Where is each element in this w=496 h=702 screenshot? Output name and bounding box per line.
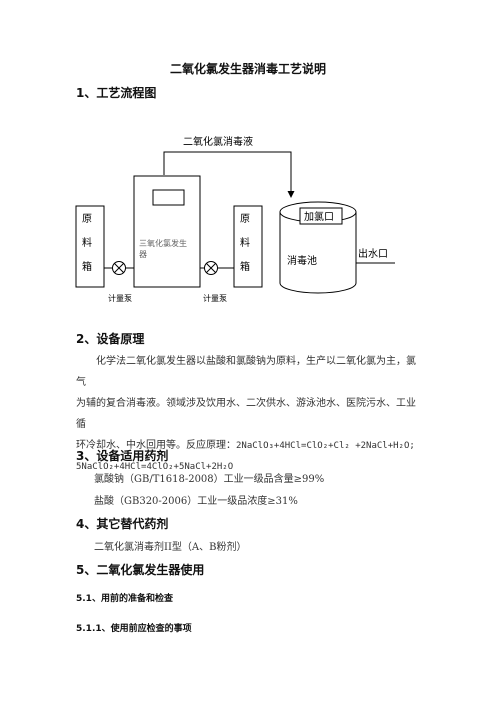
- principle-line-1: 化学法二氧化氯发生器以盐酸和氯酸钠为原料，生产以二氧化氯为主，氯气: [76, 356, 416, 388]
- section-heading-5: 5、二氧化氯发生器使用: [76, 563, 205, 577]
- equation-1: 2NaClO₃+4HCl=ClO₂+Cl₂ +2NaCl+H₂O;: [236, 441, 415, 451]
- document-title: 二氧化氯发生器消毒工艺说明: [169, 62, 326, 76]
- top-flow-line: [163, 151, 295, 198]
- section-heading-1: 1、工艺流程图: [76, 86, 157, 100]
- principle-line-3: 环冷却水、中水回用等。反应原理：: [76, 440, 236, 451]
- principle-paragraph: 化学法二氧化氯发生器以盐酸和氯酸钠为原料，生产以二氧化氯为主，氯气 为辅的复合消…: [76, 351, 424, 478]
- right-tank: [233, 205, 263, 288]
- generator-label-1: 三氧化氯发生: [139, 238, 187, 248]
- generator-label-2: 器: [139, 250, 147, 259]
- right-tank-char-3: 箱: [240, 260, 250, 273]
- right-tank-char-1: 原: [240, 213, 250, 225]
- section-heading-5-1-1: 5.1.1、使用前应检查的事项: [76, 624, 192, 634]
- pool-label: 消毒池: [287, 254, 317, 267]
- chemical-line-2: 盐酸（GB320-2006）工业一级品浓度≥31%: [94, 496, 298, 507]
- top-flow-label: 二氧化氯消毒液: [183, 135, 253, 148]
- left-pump-icon: [112, 261, 126, 275]
- outlet-label: 出水口: [358, 247, 388, 260]
- left-tank-char-1: 原: [82, 213, 92, 225]
- left-tank-char-2: 料: [82, 236, 92, 249]
- chlorine-port-label: 加氯口: [304, 210, 334, 223]
- section-heading-5-1: 5.1、用前的准备和检查: [76, 594, 173, 604]
- right-pump-icon: [204, 261, 218, 275]
- section-heading-4: 4、其它替代药剂: [76, 517, 169, 531]
- right-tank-char-2: 料: [240, 236, 250, 249]
- section-heading-2: 2、设备原理: [76, 332, 145, 346]
- equation-2: 5NaClO₂+4HCl=4ClO₂+5NaCl+2H₂O: [76, 462, 234, 472]
- left-pump-label: 计量泵: [108, 293, 132, 303]
- chlorine-port-box: [299, 207, 343, 225]
- alternative-line-1: 二氧化氯消毒剂II型（A、B粉剂）: [94, 542, 247, 553]
- chemical-line-1: 氯酸钠（GB/T1618-2008）工业一级品含量≥99%: [94, 474, 325, 485]
- section-heading-3: 3、设备适用药剂: [76, 449, 169, 463]
- right-pump-label: 计量泵: [203, 293, 227, 303]
- left-tank-char-3: 箱: [82, 260, 92, 273]
- generator-display: [152, 189, 185, 206]
- principle-line-2: 为辅的复合消毒液。领域涉及饮用水、二次供水、游泳池水、医院污水、工业循: [76, 398, 416, 430]
- left-tank: [75, 205, 105, 288]
